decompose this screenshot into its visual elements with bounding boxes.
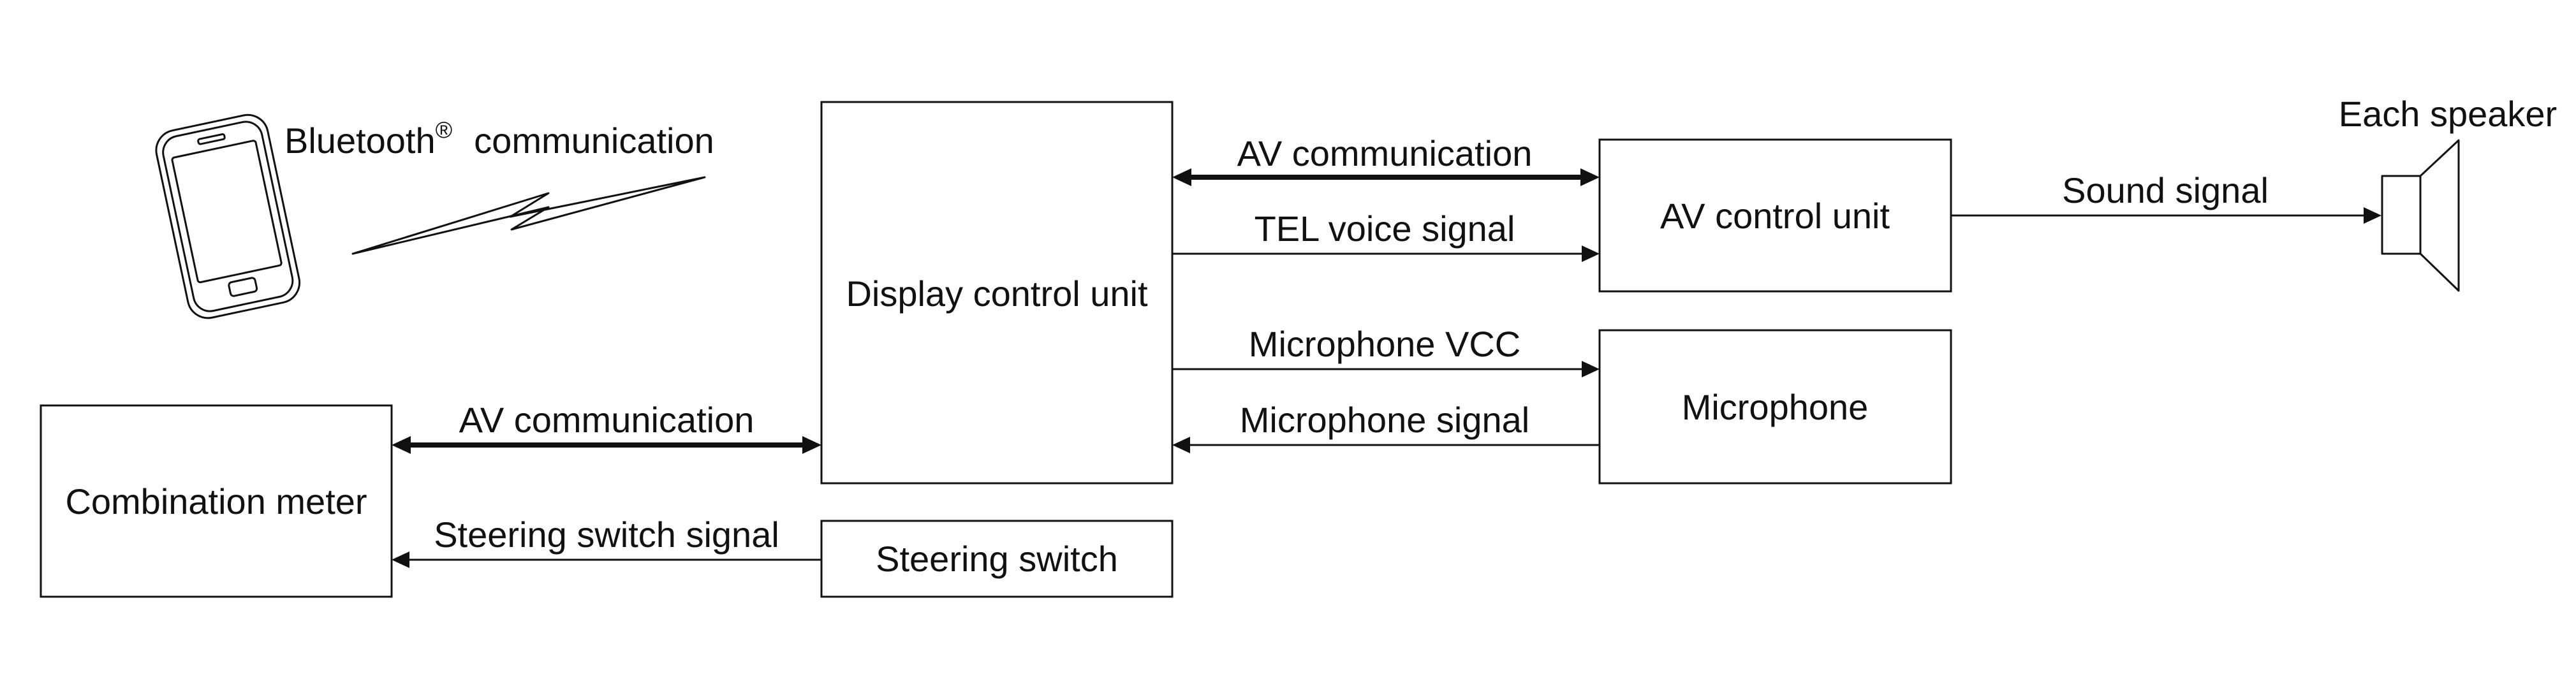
steering-switch-signal-link (392, 551, 821, 568)
av-communication-upper-label: AV communication (1237, 133, 1533, 173)
display-control-unit-label: Display control unit (846, 274, 1148, 314)
bluetooth-label: Bluetooth® communication (284, 117, 714, 161)
microphone-label: Microphone (1682, 387, 1869, 427)
sound-signal-link (1951, 207, 2381, 224)
steering-switch-signal-label: Steering switch signal (434, 514, 779, 555)
combination-meter-box (40, 404, 393, 598)
av-control-unit-label: AV control unit (1660, 196, 1890, 236)
microphone-box (1598, 329, 1952, 485)
steering-switch-label: Steering switch (876, 539, 1118, 579)
av-communication-upper-link (1172, 168, 1600, 186)
microphone-vcc-link (1172, 361, 1600, 377)
bluetooth-text: Bluetooth (284, 120, 436, 161)
speaker-icon (2381, 139, 2460, 292)
lightning-bolt-icon (351, 176, 706, 255)
tel-voice-signal-link (1172, 245, 1600, 262)
microphone-signal-label: Microphone signal (1240, 400, 1529, 440)
microphone-vcc-label: Microphone VCC (1249, 324, 1520, 364)
combination-meter-label: Combination meter (65, 481, 367, 522)
smartphone-icon (155, 113, 301, 319)
steering-switch-box (820, 520, 1174, 598)
each-speaker-label: Each speaker (2339, 94, 2557, 134)
sound-signal-label: Sound signal (2062, 170, 2269, 210)
av-communication-lower-label: AV communication (459, 400, 754, 440)
tel-voice-signal-label: TEL voice signal (1255, 208, 1515, 249)
av-communication-lower-link (392, 436, 821, 454)
display-control-unit-box (820, 101, 1174, 485)
registered-mark: ® (436, 117, 453, 143)
microphone-signal-link (1172, 437, 1600, 453)
communication-text: communication (474, 120, 714, 161)
av-control-unit-box (1598, 138, 1952, 293)
